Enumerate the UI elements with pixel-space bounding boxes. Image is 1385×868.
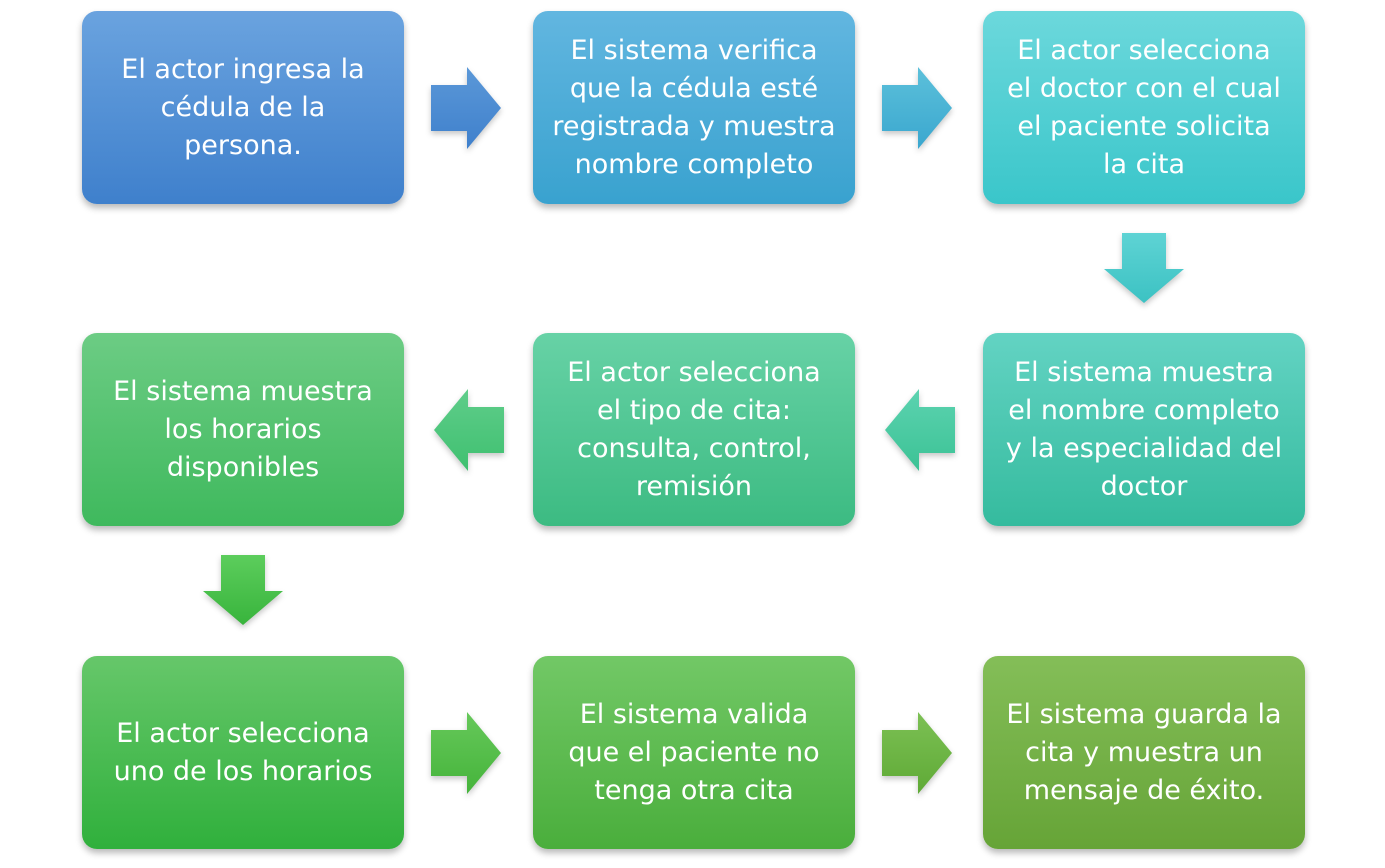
arrow-right-icon bbox=[431, 712, 501, 794]
flow-step-5: El actor selecciona el tipo de cita: con… bbox=[533, 333, 855, 526]
flow-step-9: El sistema guarda la cita y muestra un m… bbox=[983, 656, 1305, 849]
arrow-right-icon bbox=[431, 67, 501, 149]
flow-step-6: El sistema muestra los horarios disponib… bbox=[82, 333, 404, 526]
flow-step-8: El sistema valida que el paciente no ten… bbox=[533, 656, 855, 849]
flow-step-1: El actor ingresa la cédula de la persona… bbox=[82, 11, 404, 204]
arrow-down-icon bbox=[1104, 233, 1184, 303]
flow-step-3: El actor selecciona el doctor con el cua… bbox=[983, 11, 1305, 204]
arrow-down-icon bbox=[203, 555, 283, 625]
arrow-right-icon bbox=[882, 712, 952, 794]
arrow-left-icon bbox=[885, 389, 955, 471]
arrow-right-icon bbox=[882, 67, 952, 149]
arrow-left-icon bbox=[434, 389, 504, 471]
flow-step-4: El sistema muestra el nombre completo y … bbox=[983, 333, 1305, 526]
flow-step-2: El sistema verifica que la cédula esté r… bbox=[533, 11, 855, 204]
flow-step-7: El actor selecciona uno de los horarios bbox=[82, 656, 404, 849]
